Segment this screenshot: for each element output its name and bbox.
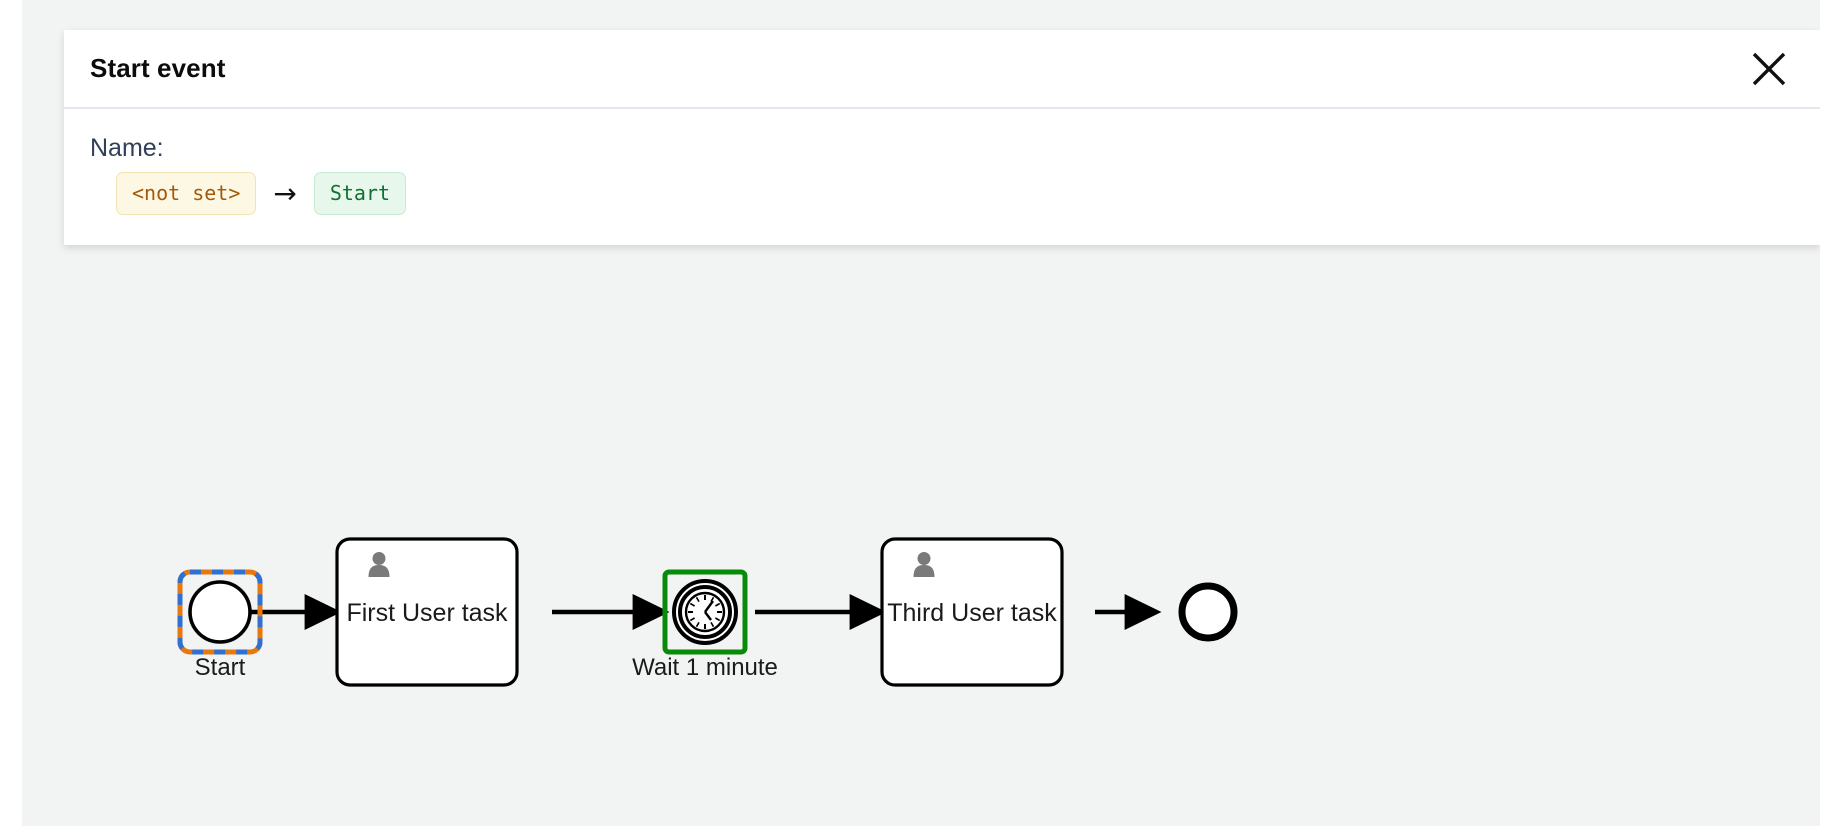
name-diff-row: <not set> → Start [90,172,1794,215]
task-label: Third User task [887,599,1057,627]
bpmn-node-wait-timer-event[interactable]: Wait 1 minute [632,569,778,681]
properties-panel: Start event Name: <not set> → Start [64,30,1820,245]
bpmn-diagram[interactable]: Start First User task [22,0,1820,826]
diagram-canvas[interactable]: Start First User task [22,0,1820,826]
user-icon [368,552,390,577]
page-title: Start event [90,53,226,83]
properties-panel-header: Start event [64,30,1820,109]
start-event-label: Start [195,654,246,681]
clock-icon [684,591,726,633]
user-icon [913,552,935,577]
name-field-label: Name: [90,134,164,162]
selection-outline-blue-dashes [177,569,263,655]
new-value-chip: Start [313,172,407,215]
timer-highlight-box [662,569,748,655]
properties-panel-body: Name: <not set> → Start [64,109,1820,245]
close-icon[interactable] [1746,46,1792,92]
start-event-circle[interactable] [188,580,252,644]
bpmn-node-third-user-task[interactable]: Third User task [880,537,1064,687]
bpmn-node-start-event[interactable]: Start [177,569,263,681]
old-value-chip: <not set> [116,172,257,215]
task-label: First User task [346,599,508,627]
bpmn-node-end-event[interactable] [1178,582,1238,642]
bpmn-node-first-user-task[interactable]: First User task [335,537,519,687]
diff-arrow-icon: → [273,176,297,210]
end-event-circle[interactable] [1178,582,1238,642]
timer-event-label: Wait 1 minute [632,654,778,681]
